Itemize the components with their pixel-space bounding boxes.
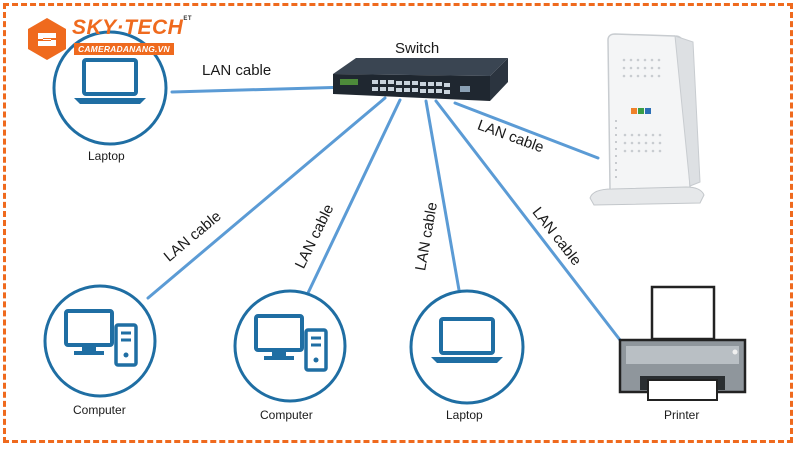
device-circles — [43, 30, 525, 405]
cable-computer-middle — [306, 98, 402, 295]
computer-left-label: Computer — [73, 403, 126, 417]
laptop-icon — [431, 317, 503, 363]
laptop-icon — [74, 58, 146, 104]
cable-computer-left — [146, 96, 387, 300]
switch-icon — [333, 58, 508, 101]
cable-laptop-bottom — [424, 99, 461, 292]
skytech-logo-icon — [28, 18, 66, 60]
printer-icon — [618, 285, 747, 401]
cable-router — [453, 101, 600, 160]
computer-middle-label: Computer — [260, 408, 313, 422]
brand-name: SKY·TECHET — [72, 16, 192, 40]
cable-printer — [434, 99, 622, 342]
router-icon — [589, 33, 705, 206]
computer-middle-circle — [233, 289, 347, 403]
brand-website: CAMERADANANG.VN — [74, 43, 174, 55]
computer-icon — [64, 309, 138, 367]
cables — [146, 85, 622, 342]
brand-registered: ET — [183, 16, 193, 22]
brand-name-text: SKY·TECH — [72, 16, 184, 39]
cable-label-laptop-top: LAN cable — [202, 62, 272, 79]
brand-logo: SKY·TECHET CAMERADANANG.VN — [24, 16, 192, 60]
computer-icon — [254, 314, 328, 372]
laptop-bottom-label: Laptop — [446, 408, 483, 422]
computer-left-circle — [43, 284, 157, 398]
switch-label: Switch — [395, 40, 440, 57]
laptop-top-circle — [52, 30, 168, 146]
printer-label: Printer — [664, 408, 700, 422]
cable-laptop-top — [170, 85, 352, 94]
laptop-top-label: Laptop — [88, 149, 125, 163]
laptop-bottom-circle — [409, 289, 525, 405]
